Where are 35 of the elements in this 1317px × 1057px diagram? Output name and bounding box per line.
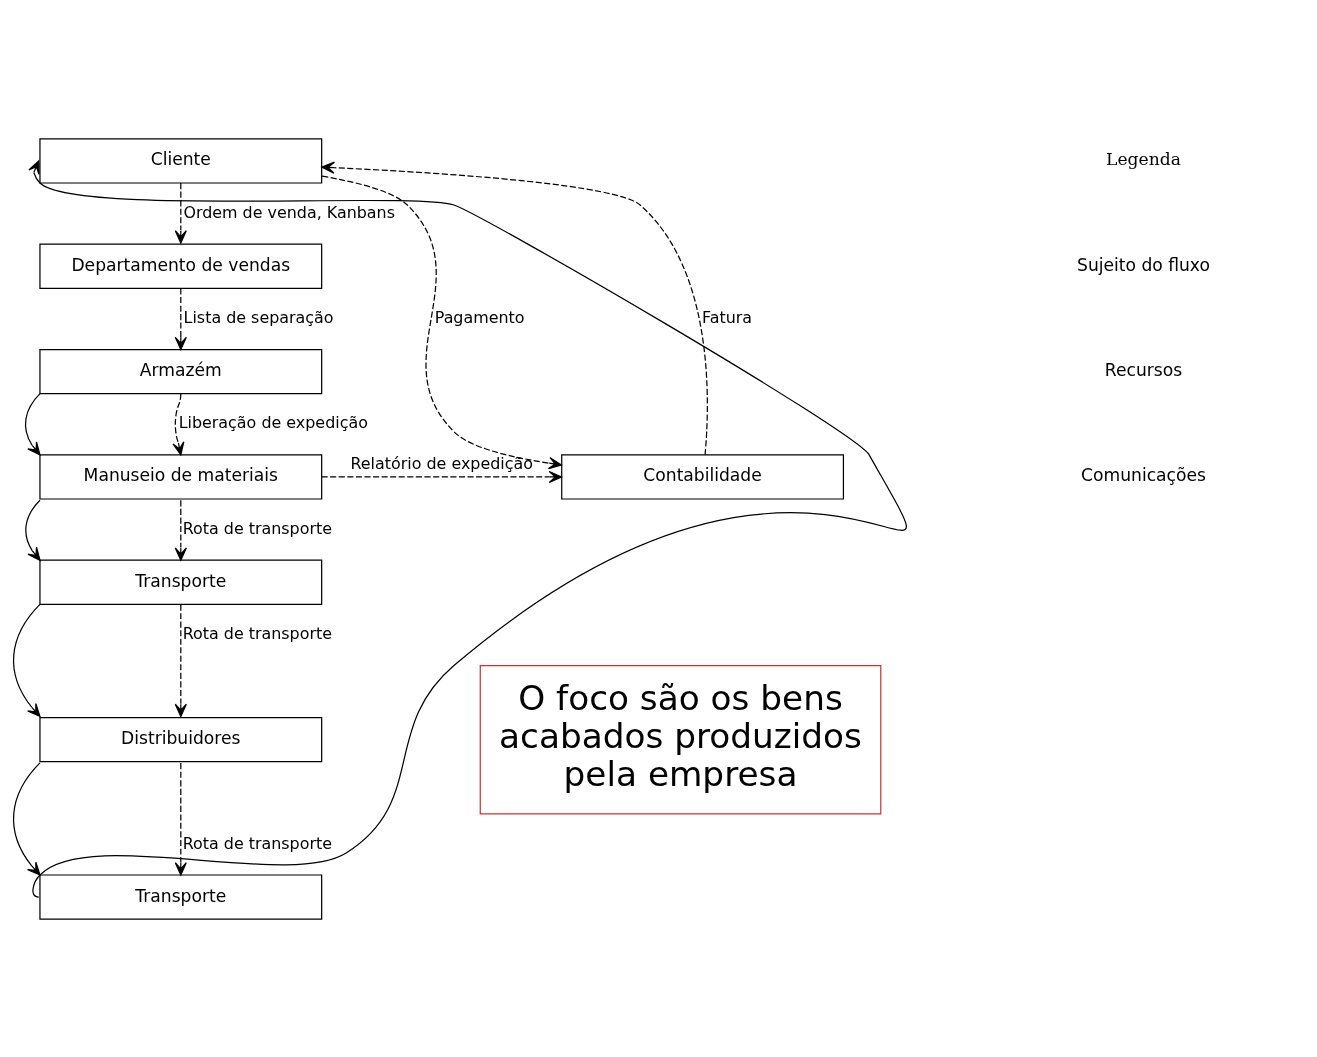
arrow bbox=[174, 181, 187, 244]
label: Legenda bbox=[1106, 148, 1181, 169]
edge-label: Fatura bbox=[702, 307, 753, 327]
arrow bbox=[172, 392, 185, 455]
node-box: Manuseio de materiais bbox=[39, 453, 323, 500]
edge-label: Relatório de expedição bbox=[350, 453, 533, 473]
arrow bbox=[174, 287, 187, 350]
arrow bbox=[321, 161, 708, 455]
node-box: O foco são os bens acabados produzidos pela empresa bbox=[479, 664, 882, 814]
legend-label: Recursos bbox=[1104, 359, 1183, 380]
node-box: Cliente bbox=[39, 137, 323, 184]
arrow bbox=[24, 392, 41, 455]
edge-label: Rota de transporte bbox=[182, 518, 333, 538]
arrow bbox=[174, 603, 187, 717]
edge-label: Ordem de venda, Kanbans bbox=[183, 202, 395, 222]
edge-label: Pagamento bbox=[434, 307, 525, 327]
edge-label: Lista de separação bbox=[183, 307, 334, 327]
arrow bbox=[13, 603, 41, 717]
node-box: Transporte bbox=[39, 559, 323, 605]
edge-label: Liberação de expedição bbox=[178, 412, 368, 432]
legend-label: Comunicações bbox=[1081, 464, 1206, 485]
node-box: Distribuidores bbox=[39, 716, 323, 762]
arrow bbox=[174, 761, 187, 876]
arrow bbox=[13, 761, 41, 876]
node-box: Contabilidade bbox=[561, 453, 845, 500]
arrow bbox=[321, 175, 562, 469]
node-box: Armazém bbox=[39, 348, 323, 394]
arrow bbox=[174, 499, 187, 561]
arrow bbox=[321, 470, 563, 483]
node-box: Departamento de vendas bbox=[39, 243, 323, 289]
arrow bbox=[25, 499, 41, 561]
edge-label: Rota de transporte bbox=[182, 833, 333, 853]
edge-label: Rota de transporte bbox=[182, 623, 333, 643]
legend-label: Sujeito do fluxo bbox=[1077, 254, 1210, 275]
node-box: Transporte bbox=[39, 873, 323, 920]
